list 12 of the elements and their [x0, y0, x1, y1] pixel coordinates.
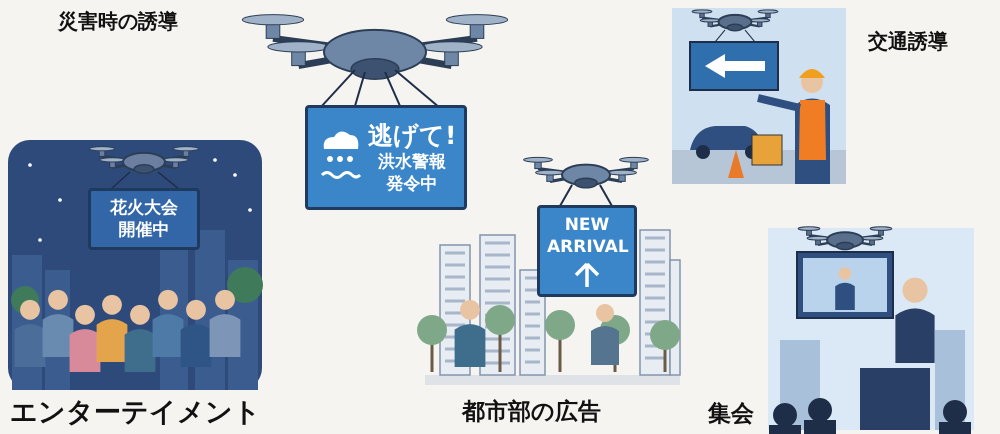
sign-text: NEW ARRIVAL: [547, 214, 627, 258]
sign-heading: 逃げて!: [368, 120, 456, 150]
sign-text: 花火大会開催中: [108, 197, 179, 241]
caption: エンターテイメント: [10, 396, 261, 430]
sign-text: 洪水警報発令中: [377, 150, 448, 194]
hanging-sign: [305, 105, 467, 210]
caption: 災害時の誘導: [58, 8, 178, 35]
caption: 都市部の広告: [462, 398, 601, 427]
hanging-sign: [537, 205, 637, 297]
hanging-sign: [88, 188, 200, 250]
caption: 交通誘導: [868, 28, 948, 55]
caption: 集会: [708, 400, 754, 429]
